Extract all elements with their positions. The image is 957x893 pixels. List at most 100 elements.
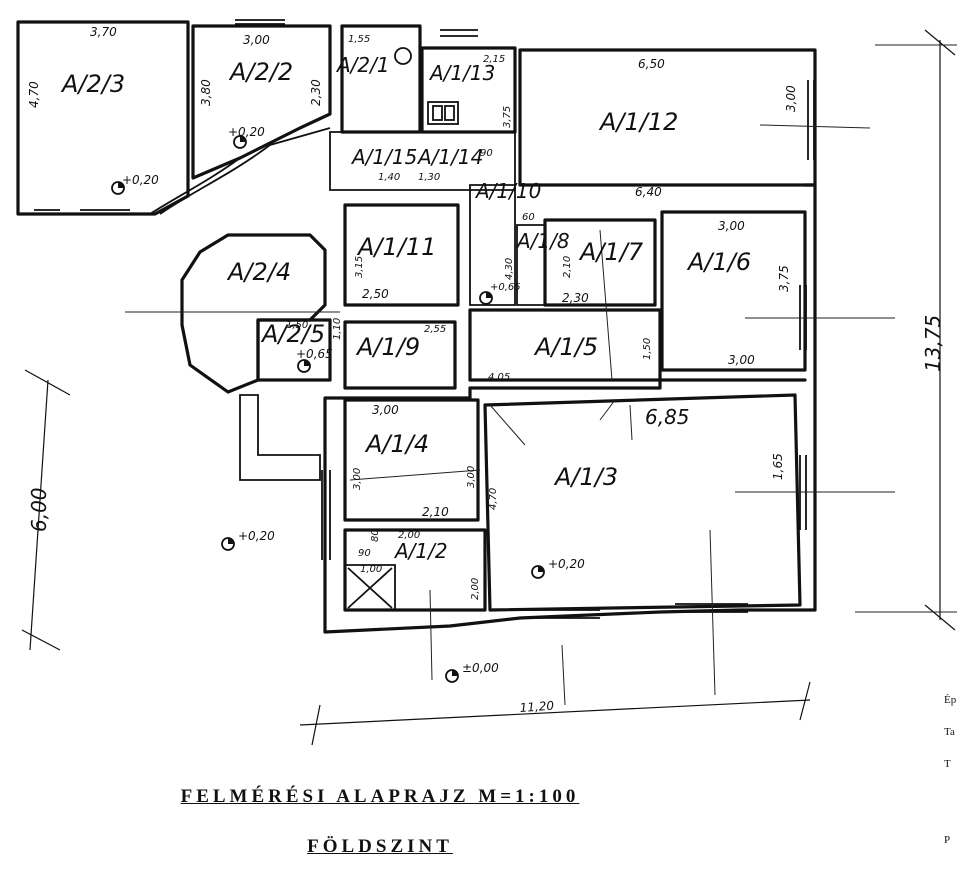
room-label-a16: A/1/6	[686, 248, 751, 276]
level-marker: +0,65	[479, 282, 521, 305]
level-markers: +0,20 +0,20 +0,65 +0,20 +0,20 ±0,00 +0,6…	[111, 125, 585, 683]
wall-a25	[256, 318, 332, 382]
wall-a19	[343, 320, 457, 390]
dim-label: 3,00	[728, 353, 755, 367]
dimension-labels: 3,70 3,00 1,55 2,15 6,50 4,70 3,80 2,30 …	[27, 25, 945, 715]
wall-a16	[660, 210, 807, 372]
dim-label: 4,70	[488, 488, 499, 510]
svg-text:±0,00: ±0,00	[462, 661, 499, 675]
room-label-a15: A/1/5	[533, 333, 598, 361]
dim-label: 3,00	[372, 403, 399, 417]
dim-label: 1,30	[418, 172, 440, 183]
walls	[16, 19, 817, 634]
room-labels: A/2/3 A/2/2 A/2/1 A/1/13 A/1/12 A/1/15 A…	[60, 53, 751, 563]
dim-label: 3,00	[466, 466, 477, 488]
room-label-a113: A/1/13	[428, 61, 495, 85]
dim-label: 2,00	[398, 530, 420, 541]
level-marker: +0,20	[221, 529, 275, 551]
svg-text:+0,20: +0,20	[228, 125, 265, 139]
dim-label: 3,00	[352, 468, 363, 490]
level-marker: ±0,00	[445, 661, 499, 683]
wall-a14	[343, 398, 480, 522]
room-label-a14: A/1/4	[364, 430, 429, 458]
dim-label: 3,15	[354, 256, 365, 278]
dim-label: 3,70	[90, 25, 117, 39]
dim-label: 1,00	[360, 564, 382, 575]
room-label-a22: A/2/2	[228, 58, 293, 86]
window-bottom-2	[675, 603, 748, 613]
dim-label: 90	[358, 548, 371, 559]
dim-label: 3,80	[199, 79, 213, 106]
svg-text:+0,20: +0,20	[122, 173, 159, 187]
level-marker: +0,20	[111, 173, 159, 195]
dim-label: 2,30	[562, 291, 589, 305]
dim-label: 2,15	[483, 54, 505, 65]
svg-text:+0,65: +0,65	[490, 282, 521, 293]
plan-subtitle: FÖLDSZINT	[307, 836, 453, 857]
dim-label: 2,00	[470, 578, 481, 600]
wall-curve	[149, 127, 331, 215]
dim-label: 1,10	[332, 318, 343, 340]
dim-label: 90	[480, 148, 493, 159]
side-text-3: T	[944, 758, 951, 770]
wall-a111	[343, 203, 460, 307]
room-label-a115: A/1/15	[350, 145, 417, 169]
dim-label: 2,50	[362, 287, 389, 301]
wall-a110	[469, 184, 516, 306]
dim-label: 3,00	[718, 219, 745, 233]
dim-label: 60	[522, 212, 535, 223]
room-label-a111: A/1/11	[356, 233, 436, 261]
room-label-a110: A/1/10	[474, 179, 541, 203]
window-top-1	[440, 29, 478, 37]
dim-label: 3,00	[784, 85, 798, 112]
level-marker: +0,20	[531, 557, 585, 579]
room-label-a17: A/1/7	[578, 238, 644, 266]
wall-a23	[16, 20, 190, 216]
side-text-2: Ta	[944, 726, 955, 738]
stove-icon	[427, 101, 459, 125]
dim-label: 2,10	[422, 505, 449, 519]
room-label-a19: A/1/9	[355, 333, 420, 361]
dim-label: 6,50	[638, 57, 665, 71]
dim-label: 2,55	[424, 324, 446, 335]
dim-label: 2,30	[309, 79, 323, 106]
level-marker: +0,20	[228, 125, 265, 149]
dim-label: 13,75	[921, 315, 945, 372]
wall-wc	[345, 564, 396, 610]
wall-a12	[343, 528, 487, 612]
room-label-a18: A/1/8	[515, 229, 570, 253]
dim-label: 80	[370, 529, 381, 542]
dim-label: 1,50	[642, 338, 653, 360]
dim-label: 1,50	[286, 320, 308, 331]
dim-label: 1,65	[771, 453, 785, 480]
room-label-a23: A/2/3	[60, 70, 125, 98]
svg-text:+0,65: +0,65	[296, 347, 333, 361]
dim-label: 6,85	[645, 405, 690, 429]
dim-label: 4,05	[488, 372, 510, 383]
dim-label: 11,20	[519, 699, 555, 715]
wall-a17	[543, 218, 657, 307]
wall-entrance	[239, 394, 321, 481]
side-text-4: P	[944, 834, 951, 846]
window-bottom-1	[525, 609, 600, 619]
dim-label: 4,30	[504, 258, 515, 280]
room-label-a13: A/1/3	[553, 463, 618, 491]
dim-label: 6,00	[27, 487, 51, 532]
wall-a22	[191, 24, 332, 180]
window-right-1	[807, 80, 815, 160]
room-label-a25: A/2/5	[260, 320, 325, 348]
dim-label: 3,00	[243, 33, 270, 47]
room-label-a21: A/2/1	[335, 53, 390, 77]
dim-line-600	[21, 369, 71, 651]
plan-title: FELMÉRÉSI ALAPRAJZ M=1:100	[180, 786, 580, 807]
dimension-lines	[21, 29, 957, 746]
dim-label: 3,75	[777, 265, 791, 292]
room-label-a112: A/1/12	[598, 108, 678, 136]
svg-text:+0,20: +0,20	[548, 557, 585, 571]
room-label-a24: A/2/4	[226, 258, 291, 286]
dim-line-1120	[299, 681, 811, 746]
window-top-2	[235, 19, 285, 25]
wc-cross-1	[347, 567, 393, 609]
wall-a13	[483, 393, 802, 612]
